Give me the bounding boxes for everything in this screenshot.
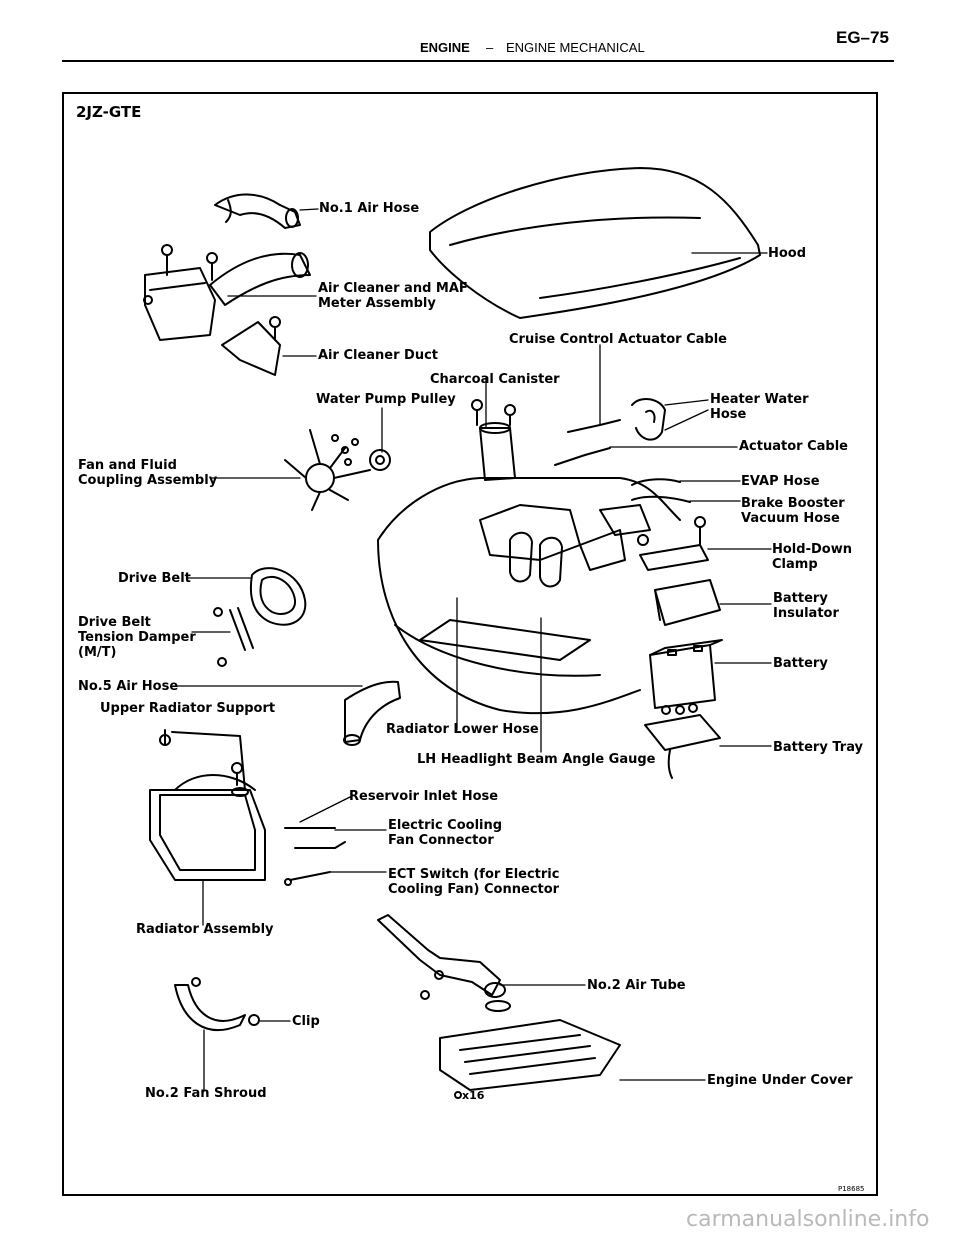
battery-part (649, 639, 723, 709)
label-hold-down-clamp: Hold-Down Clamp (772, 542, 852, 572)
label-battery: Battery (773, 656, 828, 671)
figure-code: P18685 (838, 1185, 865, 1193)
leader-lines (174, 208, 772, 1091)
label-ect-switch-connector: ECT Switch (for Electric Cooling Fan) Co… (388, 867, 560, 897)
label-radiator-lower-hose: Radiator Lower Hose (386, 722, 539, 737)
hold-down-clamp-part (637, 516, 709, 571)
air-cleaner-maf-part (143, 244, 311, 341)
header-rule (62, 60, 894, 62)
label-clip: Clip (292, 1014, 320, 1029)
label-radiator-assembly: Radiator Assembly (136, 922, 274, 937)
label-drive-belt-tension-damper: Drive Belt Tension Damper (M/T) (78, 615, 196, 660)
drive-belt-part (250, 567, 307, 626)
no5-air-hose-part (343, 680, 401, 746)
header-separator: – (486, 40, 494, 55)
label-hood: Hood (768, 246, 807, 261)
label-air-cleaner-maf: Air Cleaner and MAF Meter Assembly (318, 281, 468, 311)
actuator-cable-part (554, 419, 621, 466)
engine-code-label: 2JZ-GTE (76, 103, 142, 121)
air-cleaner-duct-part (221, 316, 281, 376)
label-air-cleaner-duct: Air Cleaner Duct (318, 348, 439, 363)
label-reservoir-inlet-hose: Reservoir Inlet Hose (349, 789, 499, 804)
label-charcoal-canister: Charcoal Canister (430, 372, 560, 387)
diagram-frame (62, 92, 878, 1196)
label-battery-insulator: Battery Insulator (773, 591, 839, 621)
page-number: EG–75 (836, 28, 889, 47)
fan-shroud-part (174, 977, 260, 1031)
no2-air-tube-part (377, 914, 511, 1012)
tension-damper-part (213, 607, 254, 667)
quantity-note: x16 (462, 1089, 485, 1102)
radiator-assembly-part (149, 774, 266, 881)
label-battery-tray: Battery Tray (773, 740, 864, 755)
label-brake-booster-vacuum-hose: Brake Booster Vacuum Hose (741, 496, 845, 526)
label-evap-hose: EVAP Hose (741, 474, 820, 489)
label-upper-radiator-support: Upper Radiator Support (100, 701, 276, 716)
label-no2-fan-shroud: No.2 Fan Shroud (145, 1086, 267, 1101)
heater-water-hose-part (631, 398, 666, 441)
label-lh-headlight-beam-angle-gauge: LH Headlight Beam Angle Gauge (417, 752, 656, 767)
no1-air-hose-part (214, 193, 301, 229)
radiator-connectors-part (284, 827, 346, 886)
label-heater-water-hose: Heater Water Hose (710, 392, 809, 422)
label-cruise-control-actuator-cable: Cruise Control Actuator Cable (509, 332, 727, 347)
label-electric-cooling-fan-connector: Electric Cooling Fan Connector (388, 818, 503, 848)
label-no1-air-hose: No.1 Air Hose (319, 201, 420, 216)
header-subsection: ENGINE MECHANICAL (506, 40, 645, 55)
label-no2-air-tube: No.2 Air Tube (587, 978, 686, 993)
evap-brake-hose-part (631, 478, 691, 503)
upper-radiator-support-part (159, 729, 249, 797)
label-actuator-cable: Actuator Cable (739, 439, 848, 454)
label-water-pump-pulley: Water Pump Pulley (316, 392, 456, 407)
watermark: carmanualsonline.info (686, 1207, 930, 1232)
label-drive-belt: Drive Belt (118, 571, 191, 586)
label-fan-fluid-coupling: Fan and Fluid Coupling Assembly (78, 458, 218, 488)
charcoal-canister-part (471, 399, 516, 481)
fan-coupling-part (284, 429, 391, 511)
hood-part (429, 167, 761, 319)
engine-under-cover-part (439, 1019, 621, 1099)
header-section: ENGINE (420, 40, 470, 55)
label-no5-air-hose: No.5 Air Hose (78, 679, 179, 694)
battery-tray-part (644, 703, 721, 779)
label-engine-under-cover: Engine Under Cover (707, 1073, 853, 1088)
battery-insulator-part (654, 579, 721, 626)
engine-bay-part (377, 477, 681, 715)
